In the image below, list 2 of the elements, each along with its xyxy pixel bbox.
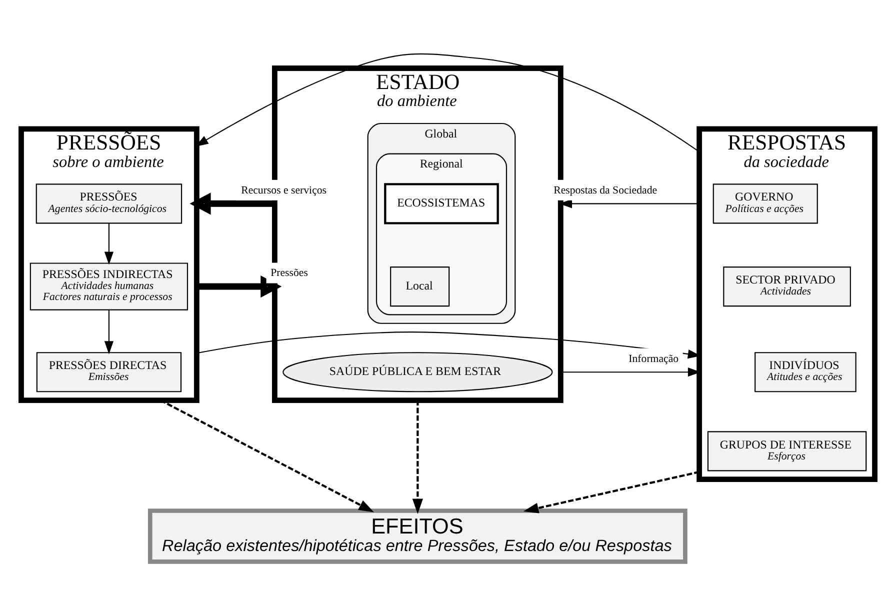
edge-label: Pressões [270,266,308,279]
edge-label: Informação [628,352,679,364]
